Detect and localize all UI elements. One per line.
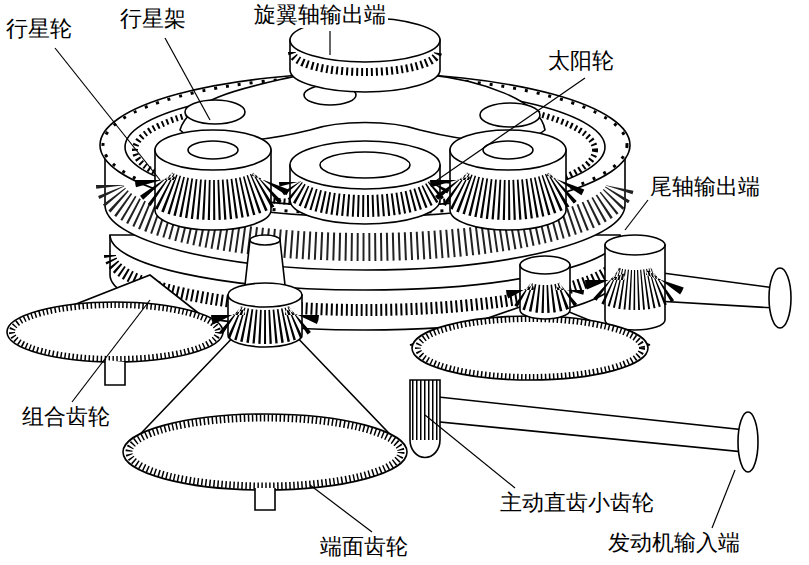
part-label: 旋翼轴输出端 <box>252 2 388 28</box>
part-label: 端面齿轮 <box>318 534 410 560</box>
part-label: 发动机输入端 <box>606 530 742 556</box>
rotor-shaft <box>290 18 440 92</box>
part-label: 行星架 <box>118 6 188 32</box>
sun-gear <box>290 141 440 224</box>
part-label: 主动直齿小齿轮 <box>498 490 656 516</box>
tail-drive <box>410 235 791 380</box>
engine-shaft <box>410 380 758 472</box>
face-gear <box>123 235 407 510</box>
part-label: 尾轴输出端 <box>648 174 762 200</box>
planet-gears <box>155 130 566 230</box>
part-label: 太阳轮 <box>546 48 616 74</box>
left-bevel-gear <box>7 275 223 385</box>
part-label: 组合齿轮 <box>20 404 112 430</box>
leader-lines <box>55 31 735 532</box>
part-label: 行星轮 <box>4 16 74 42</box>
